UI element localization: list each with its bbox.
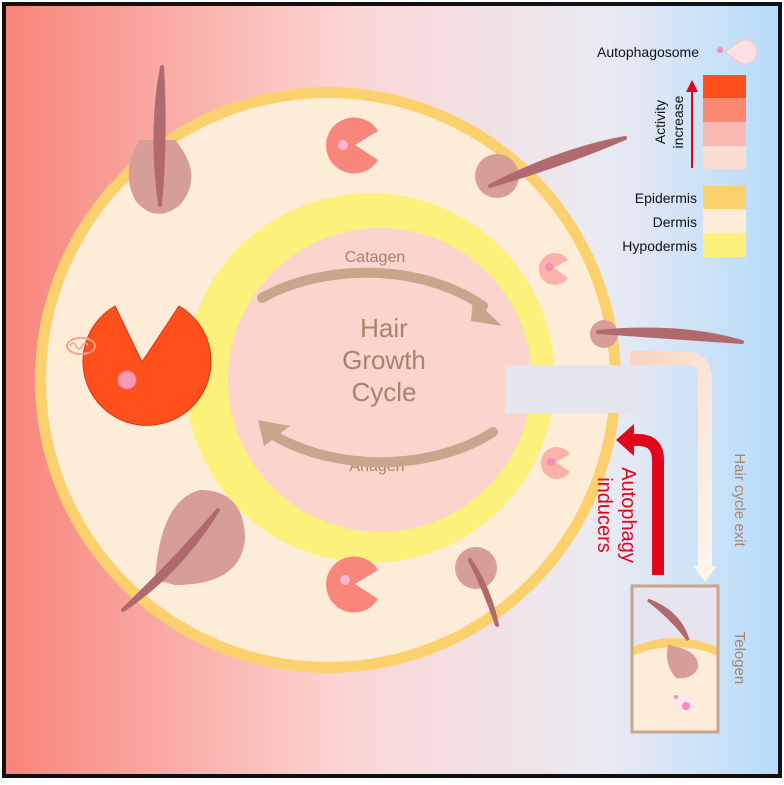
mitochondrion-icon [66, 337, 96, 355]
autophagosome-small-upper [538, 252, 568, 285]
legend-layers: Epidermis Dermis Hypodermis [622, 186, 746, 257]
layer-swatch-hypodermis [703, 233, 746, 257]
telogen-box [630, 584, 720, 734]
autophagy-inducers-line1: Autophagy [617, 467, 639, 563]
hair-follicle-top-right [475, 136, 627, 198]
legend-hypodermis-label: Hypodermis [622, 238, 697, 254]
legend-activity-scale [703, 75, 746, 169]
exit-arrow [630, 351, 712, 570]
activity-swatch-1 [703, 75, 746, 98]
exit-arrowhead [693, 566, 717, 582]
center-title-line1: Hair [360, 313, 408, 343]
autophagy-inducers-arrowhead [616, 424, 634, 456]
autophagosome-small-lower [540, 447, 570, 479]
activity-label-line2: increase [670, 95, 686, 148]
catagen-arrowhead [471, 298, 502, 326]
center-title-line2: Growth [342, 345, 426, 375]
layer-swatch-dermis [703, 209, 746, 233]
activity-swatch-3 [703, 122, 746, 146]
cargo-icon [117, 370, 137, 390]
activity-arrowhead [686, 80, 698, 92]
activity-swatch-4 [703, 146, 746, 169]
legend-epidermis-label: Epidermis [635, 190, 697, 206]
hair-follicle-top-left [128, 65, 192, 214]
hair-follicle-right [590, 320, 744, 348]
legend-autophagosome-icon [717, 39, 758, 65]
autophagy-inducers-arrow [630, 434, 664, 575]
hair-follicle-bottom-right [455, 547, 499, 627]
legend-autophagosome-label: Autophagosome [597, 44, 699, 60]
catagen-label: Catagen [345, 249, 406, 266]
catagen-arrow [257, 267, 488, 311]
exit-channel [505, 365, 640, 413]
activity-label-line1: Activity [652, 100, 668, 144]
anagen-arrow [270, 427, 498, 468]
autophagosome-bottom [326, 556, 378, 613]
activity-swatch-2 [703, 98, 746, 122]
center-title-line3: Cycle [351, 377, 416, 407]
autophagosome-large [82, 305, 212, 426]
layer-swatch-epidermis [703, 186, 746, 209]
legend-dermis-label: Dermis [653, 214, 697, 230]
hair-cycle-exit-label: Hair cycle exit [731, 453, 748, 547]
mitochondrion-cristae [69, 342, 89, 350]
autophagy-inducers-line2: inducers [593, 477, 615, 553]
anagen-arrowhead [258, 420, 290, 446]
autophagosome-top [326, 117, 378, 174]
hair-follicle-bottom-left [121, 490, 245, 612]
inner-core [228, 228, 532, 532]
telogen-label: Telogen [731, 632, 748, 685]
